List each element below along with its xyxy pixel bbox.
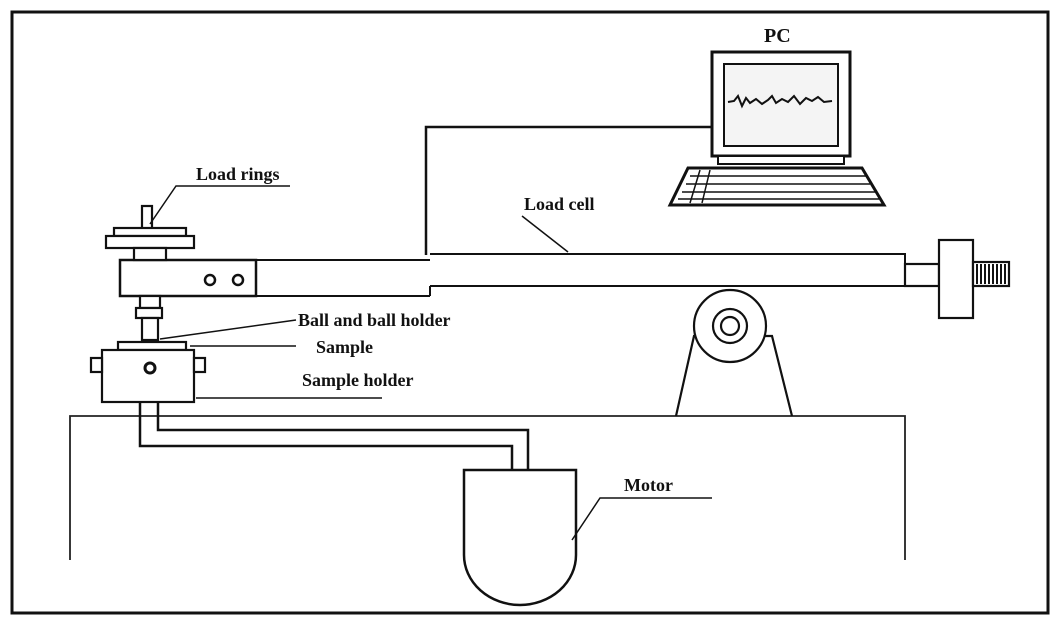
sample-disc xyxy=(116,340,188,352)
pc-computer xyxy=(667,50,887,207)
load-rings xyxy=(104,204,196,262)
keyboard-keys xyxy=(678,169,879,204)
drive-wires xyxy=(138,402,530,470)
pc-cable xyxy=(424,125,712,255)
label-sample: Sample xyxy=(316,337,373,357)
load-cell-pointer xyxy=(521,215,569,253)
label-motor: Motor xyxy=(624,475,673,495)
label-load-rings: Load rings xyxy=(196,164,280,184)
counterweight xyxy=(903,238,1011,320)
label-load-cell: Load cell xyxy=(524,194,595,214)
bench xyxy=(69,415,906,560)
motor-body xyxy=(462,468,578,607)
pc-stand xyxy=(717,155,845,165)
label-sample-holder: Sample holder xyxy=(302,370,414,390)
label-ball-holder: Ball and ball holder xyxy=(298,310,451,330)
motor-pointer xyxy=(571,497,712,541)
figure-frame xyxy=(10,10,1050,615)
screw-thread xyxy=(976,264,1006,284)
ball-holder xyxy=(134,294,164,342)
sample-holder xyxy=(89,348,207,404)
leader-lines xyxy=(149,185,382,399)
pc-signal-trace xyxy=(727,94,833,109)
fulcrum-support xyxy=(674,288,794,417)
lever-arm xyxy=(255,253,906,297)
arm-clamp xyxy=(118,258,258,298)
label-pc: PC xyxy=(764,25,791,47)
pc-keyboard xyxy=(667,166,887,207)
